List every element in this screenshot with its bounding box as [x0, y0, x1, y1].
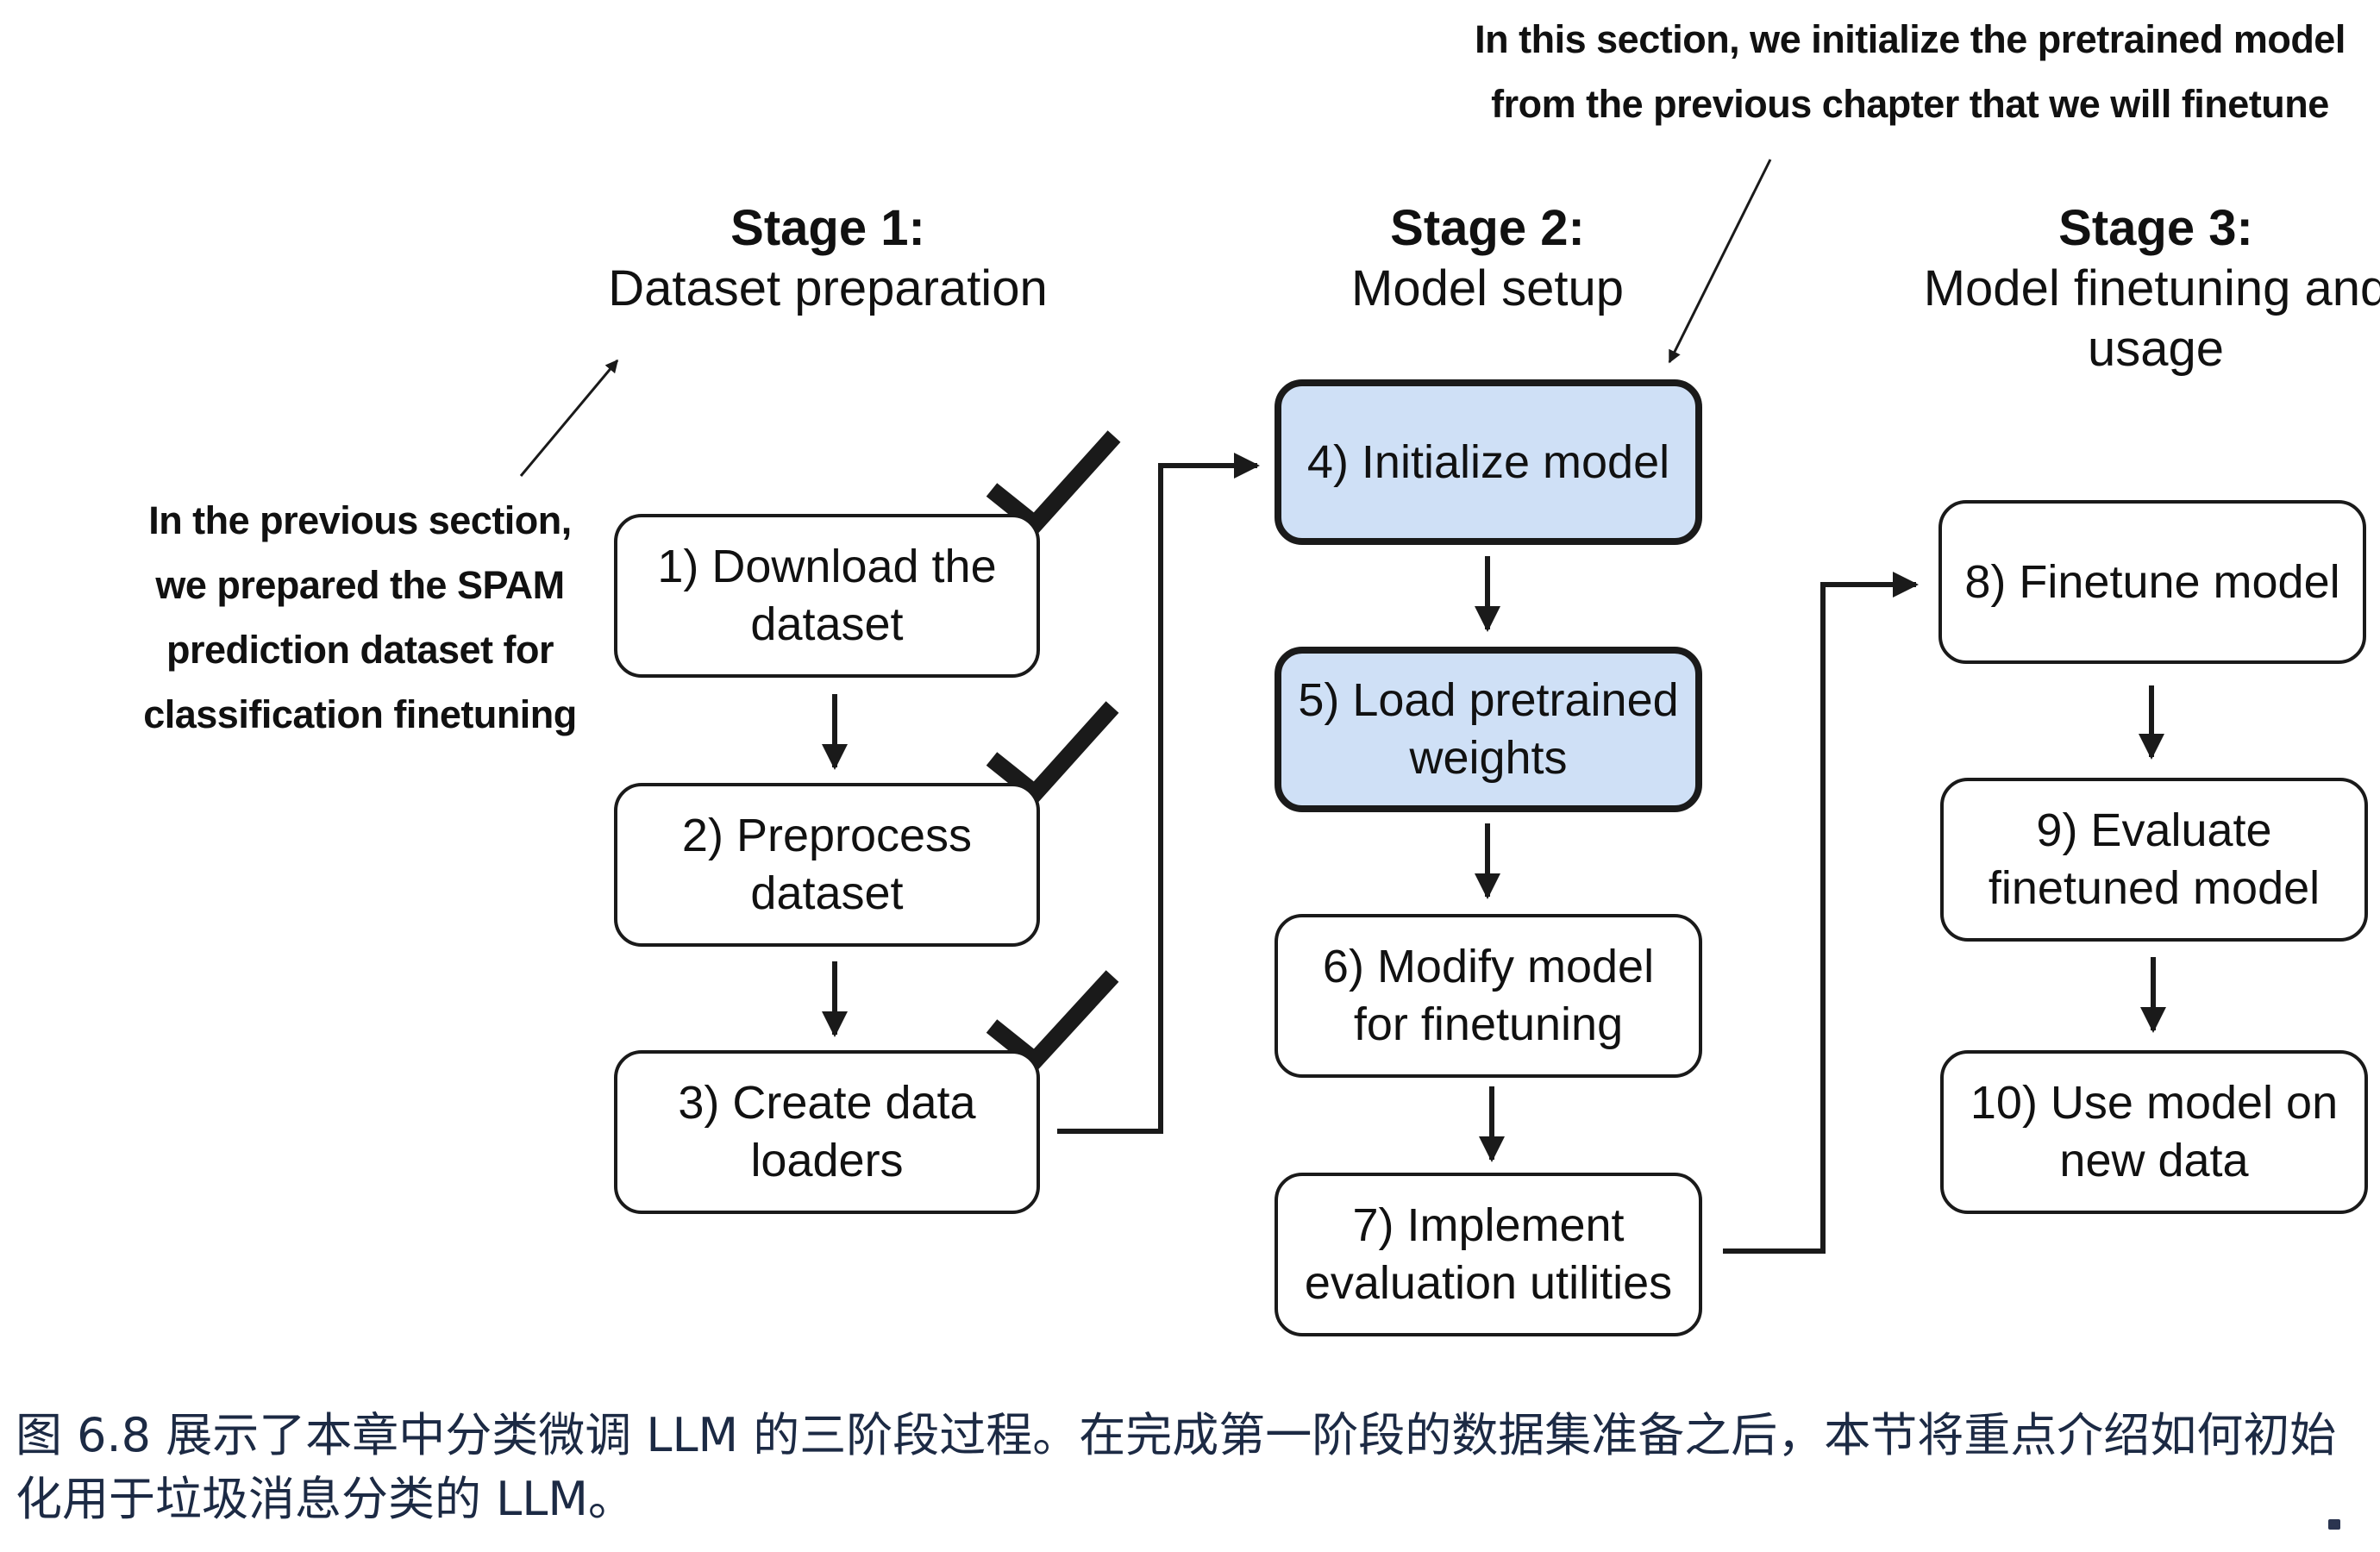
stage-1-description: Dataset preparation — [608, 260, 1048, 316]
stage-3-heading: Stage 3: Model finetuning and usage — [1923, 198, 2380, 379]
annotation-previous-section: In the previous section, we prepared the… — [143, 498, 577, 736]
step-box-initialize-model[interactable]: 4) Initialize model — [1275, 379, 1702, 545]
step-box-evaluation-utilities[interactable]: 7) Implement evaluation utilities — [1275, 1173, 1702, 1336]
check-mark-icon — [986, 970, 1119, 1073]
step-label: 4) Initialize model — [1306, 435, 1670, 488]
pointer-previous-section — [519, 359, 619, 477]
step-label: 8) Finetune model — [1964, 555, 2340, 608]
step-label: 3) Create data loaders — [678, 1077, 976, 1186]
stage-2-heading: Stage 2: Model setup — [1233, 198, 1742, 319]
check-mark-icon — [986, 701, 1119, 805]
step-box-modify-model[interactable]: 6) Modify model for finetuning — [1275, 914, 1702, 1078]
step-box-evaluate-finetuned-model[interactable]: 9) Evaluate finetuned model — [1940, 778, 2368, 942]
arrow-3-to-4 — [1057, 453, 1260, 1134]
step-label: 2) Preprocess dataset — [681, 810, 973, 919]
page-marker-icon — [2328, 1519, 2340, 1530]
step-label: 1) Download the dataset — [657, 541, 997, 650]
pointer-this-section — [1668, 159, 1772, 364]
step-box-download-dataset[interactable]: 1) Download the dataset — [614, 514, 1040, 678]
stage-1-heading: Stage 1: Dataset preparation — [552, 198, 1104, 319]
stage-1-number: Stage 1: — [730, 200, 925, 256]
step-box-create-data-loaders[interactable]: 3) Create data loaders — [614, 1050, 1040, 1214]
figure-caption: 图 6.8 展示了本章中分类微调 LLM 的三阶段过程。在完成第一阶段的数据集准… — [16, 1408, 2337, 1526]
step-box-finetune-model[interactable]: 8) Finetune model — [1938, 500, 2366, 664]
step-label: 9) Evaluate finetuned model — [1988, 804, 2320, 914]
stage-3-description: Model finetuning and usage — [1923, 260, 2380, 377]
stage-2-number: Stage 2: — [1390, 200, 1585, 256]
step-label: 6) Modify model for finetuning — [1322, 941, 1655, 1050]
step-box-load-pretrained-weights[interactable]: 5) Load pretrained weights — [1275, 647, 1702, 812]
stage-2-description: Model setup — [1351, 260, 1624, 316]
step-label: 10) Use model on new data — [1970, 1077, 2339, 1186]
check-mark-icon — [986, 430, 1121, 536]
step-label: 7) Implement evaluation utilities — [1304, 1199, 1673, 1309]
step-label: 5) Load pretrained weights — [1298, 674, 1679, 784]
step-box-use-model[interactable]: 10) Use model on new data — [1940, 1050, 2368, 1214]
annotation-this-section: In this section, we initialize the pretr… — [1475, 17, 2346, 126]
stage-3-number: Stage 3: — [2058, 200, 2253, 256]
arrow-7-to-8 — [1723, 572, 1919, 1254]
step-box-preprocess-dataset[interactable]: 2) Preprocess dataset — [614, 783, 1040, 947]
